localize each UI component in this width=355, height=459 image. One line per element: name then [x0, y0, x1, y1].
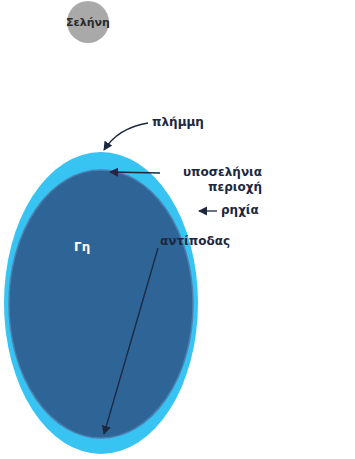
leader-arrow — [110, 172, 160, 173]
leader-arrow — [199, 210, 217, 211]
leader-arrow — [104, 248, 158, 434]
leader-arrow — [104, 123, 148, 150]
node-label: Γη — [74, 240, 90, 254]
part-label: πλήμμη — [152, 115, 204, 130]
part-label: ρηχία — [221, 203, 259, 218]
moon-circle: Σελήνη — [66, 0, 110, 44]
node-shape — [9, 170, 193, 438]
node-outline — [8, 169, 194, 439]
node-shape — [67, 1, 109, 43]
node-label: Σελήνη — [66, 16, 110, 29]
ocean-bulge — [4, 152, 198, 454]
part-label: υποσελήνια περιοχή — [150, 165, 262, 195]
part-label: αντίποδας — [160, 234, 230, 249]
earth-circle: Γη — [8, 169, 194, 439]
